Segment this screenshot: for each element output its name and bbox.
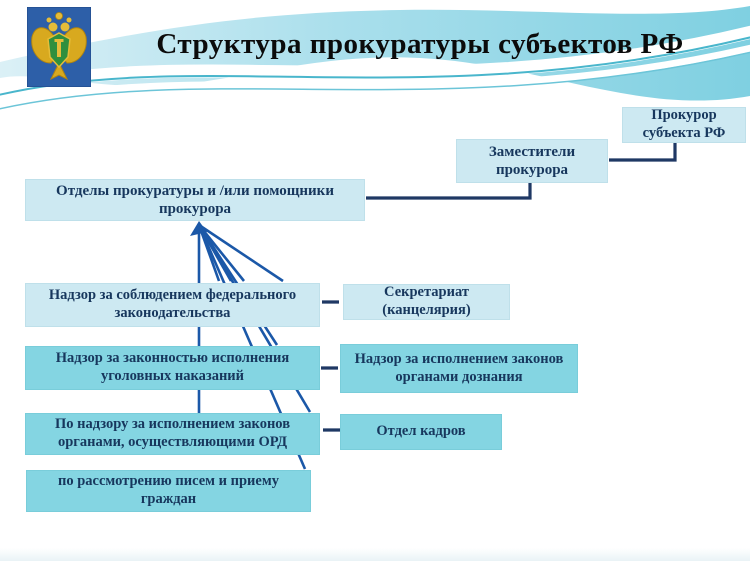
- bottom-edge-shading: [0, 548, 750, 561]
- node-label: Заместители прокурора: [488, 143, 576, 178]
- fan-arrowhead: [190, 221, 207, 236]
- node-label: Надзор за соблюдением федерального закон…: [48, 287, 297, 321]
- node-label: Отделы прокуратуры и /или помощники прок…: [56, 182, 334, 217]
- elbow-connectors: [366, 143, 677, 200]
- node-label: Надзор за исполнением законов органами д…: [354, 350, 564, 385]
- node-label: по рассмотрению писем и приему граждан: [58, 473, 279, 507]
- node-label: Отдел кадров: [376, 423, 466, 440]
- node-nadzor-ugolov: Надзор за законностью исполнения уголовн…: [25, 346, 320, 390]
- node-label: Прокурор субъекта РФ: [642, 107, 726, 141]
- dash-connectors: [321, 300, 340, 432]
- node-nadzor-doznanie: Надзор за исполнением законов органами д…: [340, 344, 578, 393]
- top-wave-decoration: [0, 6, 750, 110]
- slide-title: Структура прокуратуры субъектов РФ: [156, 28, 684, 60]
- node-prokuror-subekta: Прокурор субъекта РФ: [622, 107, 746, 143]
- prosecutor-emblem-icon: [26, 6, 92, 88]
- node-nadzor-fed: Надзор за соблюдением федерального закон…: [25, 283, 320, 327]
- node-otdel-kadrov: Отдел кадров: [340, 414, 502, 450]
- node-label: Секретариат (канцелярия): [382, 284, 471, 318]
- node-po-nadzoru-ord: По надзору за исполнением законов органа…: [25, 413, 320, 455]
- node-sekretariat: Секретариат (канцелярия): [343, 284, 510, 320]
- prosecutor-emblem: [26, 6, 92, 88]
- node-otdely: Отделы прокуратуры и /или помощники прок…: [25, 179, 365, 221]
- node-label: Надзор за законностью исполнения уголовн…: [55, 350, 290, 384]
- node-po-rassmotreniyu: по рассмотрению писем и приему граждан: [26, 470, 311, 512]
- node-zamestiteli: Заместители прокурора: [456, 139, 608, 183]
- node-label: По надзору за исполнением законов органа…: [54, 416, 291, 450]
